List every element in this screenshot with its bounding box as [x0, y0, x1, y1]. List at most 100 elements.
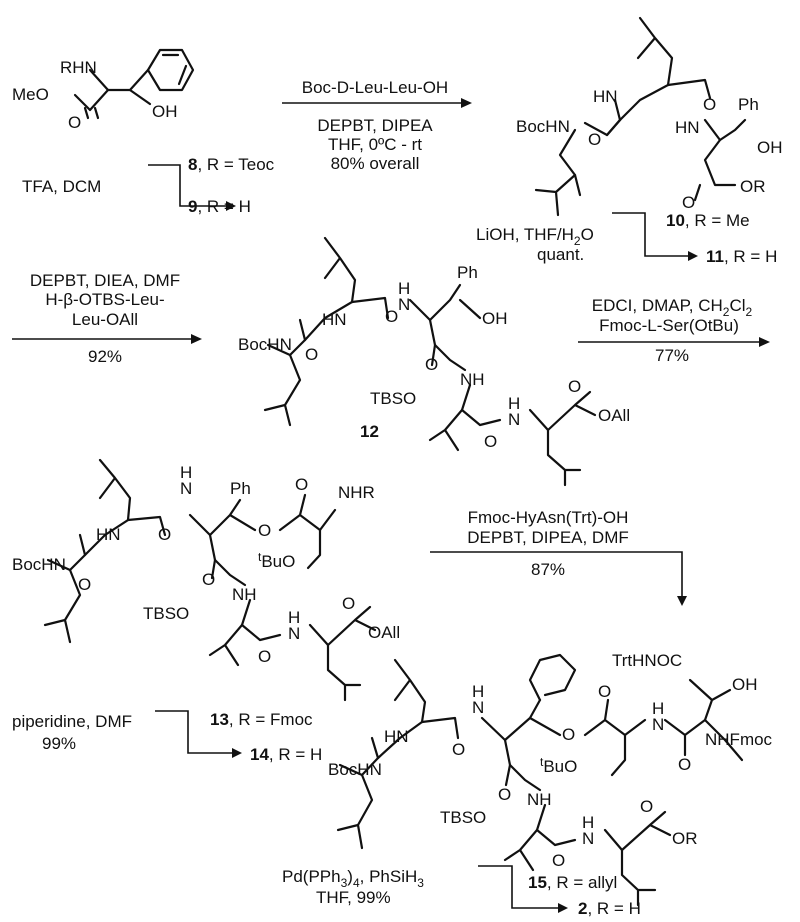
- compound-number: 15: [528, 873, 547, 892]
- atom-label: HN: [96, 525, 121, 544]
- atom-label: BocHN: [238, 335, 292, 354]
- reaction-arrow: [478, 865, 560, 909]
- compound-number: 12: [360, 422, 379, 441]
- step-yield: 99%: [42, 734, 76, 753]
- substituent-label: , R = allyl: [547, 873, 617, 892]
- atom-label: TBSO: [370, 389, 416, 408]
- atom-label: N: [288, 624, 300, 643]
- reagent-text: O: [581, 225, 594, 244]
- compound-label-8: 8, R = Teoc: [188, 155, 275, 174]
- atom-text: BuO: [543, 757, 577, 776]
- reagent-label: TFA, DCM: [22, 177, 101, 196]
- atom-label: O: [295, 475, 308, 494]
- step-reagent: Fmoc-HyAsn(Trt)-OH: [468, 508, 629, 527]
- atom-label: O: [498, 785, 511, 804]
- step-yield: 77%: [655, 346, 689, 365]
- atom-label: TrtHNOC: [612, 651, 682, 670]
- substituent-label: , R = Fmoc: [229, 710, 313, 729]
- atom-label: O: [258, 521, 271, 540]
- arrowhead: [759, 337, 770, 347]
- atom-label: H: [398, 279, 410, 298]
- reagent-label: LiOH, THF/H2O: [476, 225, 594, 248]
- atom-label: H: [582, 813, 594, 832]
- step-reagent: DEPBT, DIEA, DMF: [30, 271, 180, 290]
- reagent-text: ): [347, 867, 353, 886]
- atom-label: tBuO: [540, 755, 577, 776]
- step-reagent: Fmoc-L-Ser(OtBu): [599, 316, 739, 335]
- atom-label: O: [305, 345, 318, 364]
- superscript: t: [540, 755, 544, 769]
- atom-label: O: [452, 740, 465, 759]
- atom-label: H: [472, 682, 484, 701]
- atom-label: O: [425, 355, 438, 374]
- reagent-text: , PhSiH: [360, 867, 418, 886]
- compound-number: 9: [188, 197, 197, 216]
- arrowhead: [232, 748, 242, 758]
- arrowhead: [677, 596, 687, 606]
- arrowhead: [461, 98, 472, 108]
- compound-label-2: 2, R = H: [578, 899, 641, 918]
- step-reagent: DEPBT, DIPEA: [317, 116, 433, 135]
- reagent-label: piperidine, DMF: [12, 712, 132, 731]
- atom-label: OAll: [368, 623, 400, 642]
- subscript: 3: [417, 876, 424, 890]
- step-reagent: THF, 0ºC - rt: [328, 135, 422, 154]
- compound-label-13: 13, R = Fmoc: [210, 710, 313, 729]
- reagent-text: Pd(PPh: [282, 867, 341, 886]
- atom-label: O: [640, 797, 653, 816]
- atom-label: O: [158, 525, 171, 544]
- atom-label: O: [552, 851, 565, 870]
- substituent-label: , R = H: [197, 197, 250, 216]
- atom-label: HN: [322, 310, 347, 329]
- compound-number: 2: [578, 899, 587, 918]
- atom-label: O: [568, 377, 581, 396]
- reaction-arrow: [430, 551, 683, 598]
- atom-label: N: [582, 829, 594, 848]
- atom-label: BocHN: [12, 555, 66, 574]
- step-reagent: Leu-OAll: [72, 310, 138, 329]
- substituent-label: , R = Me: [685, 211, 750, 230]
- atom-label: O: [202, 570, 215, 589]
- compound-number: 14: [250, 745, 269, 764]
- compound-10-11-structure: HN O BocHN O HN Ph OH O OR: [516, 16, 783, 217]
- atom-label: OH: [482, 309, 508, 328]
- substituent-label: , R = H: [269, 745, 322, 764]
- compound-number: 10: [666, 211, 685, 230]
- atom-label: N: [472, 698, 484, 717]
- atom-label: H: [288, 608, 300, 627]
- atom-label: O: [484, 432, 497, 451]
- substituent-label: , R = Teoc: [197, 155, 274, 174]
- atom-label: NH: [460, 370, 485, 389]
- step-reagent: DEPBT, DIPEA, DMF: [467, 528, 629, 547]
- atom-label: HN: [384, 727, 409, 746]
- atom-label: tBuO: [258, 550, 295, 571]
- subscript: 2: [574, 234, 581, 248]
- atom-text: BuO: [261, 552, 295, 571]
- compound-label-14: 14, R = H: [250, 745, 322, 764]
- reagent-text: LiOH, THF/H: [476, 225, 574, 244]
- atom-label: NHFmoc: [705, 730, 773, 749]
- atom-label: H: [508, 394, 520, 413]
- atom-label: O: [588, 130, 601, 149]
- atom-label: N: [180, 479, 192, 498]
- atom-label: O: [703, 95, 716, 114]
- atom-label: OR: [740, 177, 766, 196]
- arrowhead: [191, 334, 202, 344]
- reaction-arrow: [612, 212, 690, 257]
- compound-number: 13: [210, 710, 229, 729]
- subscript: 2: [723, 305, 730, 319]
- subscript: 4: [353, 876, 360, 890]
- step-yield: 80% overall: [331, 154, 420, 173]
- atom-label: O: [68, 113, 81, 132]
- atom-label: N: [652, 715, 664, 734]
- atom-label: OAll: [598, 406, 630, 425]
- atom-label: H: [180, 463, 192, 482]
- step-yield: 92%: [88, 347, 122, 366]
- substituent-label: , R = H: [724, 247, 777, 266]
- atom-label: HN: [593, 87, 618, 106]
- atom-label: BocHN: [516, 117, 570, 136]
- compound-8-9-structure: RHN MeO O OH: [12, 48, 195, 132]
- step-yield: 87%: [531, 560, 565, 579]
- subscript: 3: [341, 876, 348, 890]
